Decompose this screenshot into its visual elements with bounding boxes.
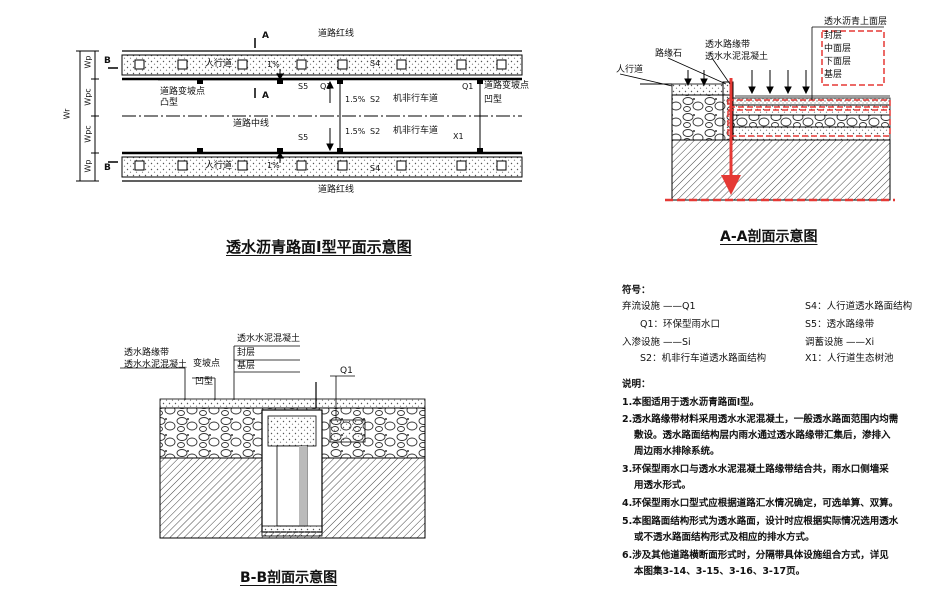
plan-slope-top: 1% (267, 60, 280, 69)
aa-layers-header: 透水沥青上面层 (824, 17, 888, 27)
plan-s2-top: S2 (370, 95, 381, 104)
plan-dim-wpc-top: Wpc (83, 88, 93, 106)
plan-slope-bottom: 1% (267, 161, 280, 170)
plan-bottom-sidewalk (121, 156, 523, 178)
aa-layer-seal: 封层 (824, 31, 843, 41)
aa-section (619, 26, 895, 202)
plan-dim-wp-bottom: Wp (83, 159, 93, 173)
plan-slope-15-top: 1.5% (345, 95, 366, 104)
legend-row-3-right: 调蓄设施 ——Xi (805, 337, 875, 348)
bb-q1: Q1 (340, 366, 353, 376)
legend-row-1-left: 弃流设施 ——Q1 (622, 301, 696, 312)
aa-perm-edge: 透水路缘带 (705, 40, 751, 50)
plan-q1-a: Q1 (320, 82, 332, 91)
plan-title: 透水沥青路面I型平面示意图 (226, 238, 412, 256)
plan-s2-bottom: S2 (370, 127, 381, 136)
bb-concave: 凹型 (195, 377, 214, 387)
aa-title: A-A剖面示意图 (720, 229, 818, 245)
plan-concave: 凹型 (484, 95, 503, 105)
aa-curb: 路缘石 (655, 49, 683, 59)
aa-sidewalk: 人行道 (616, 65, 644, 75)
bb-section (120, 345, 426, 539)
plan-s4-top: S4 (370, 59, 381, 68)
note-5: 5.本图路面结构形式为透水路面，设计时应根据实际情况选用透水 (622, 516, 899, 527)
legend-row-3-left: 入渗设施 ——Si (622, 337, 691, 348)
note-6: 6.涉及其他道路横断面形式时，分隔带具体设施组合方式，详见 (622, 550, 889, 561)
aa-layer-base: 基层 (824, 70, 843, 80)
plan-s5-top: S5 (298, 82, 309, 91)
plan-sidewalk-bottom: 人行道 (205, 161, 233, 171)
bb-seal: 封层 (237, 348, 256, 358)
plan-motor-lane-bottom: 机非行车道 (393, 126, 439, 136)
note-2-cont-a: 敷设。透水路面结构层内雨水通过透水路缘带汇集后，渗排入 (634, 430, 891, 441)
bb-pc-header: 透水水泥混凝土 (237, 334, 301, 344)
plan-motor-lane-top: 机非行车道 (393, 94, 439, 104)
plan-slope-change-convex: 道路变坡点 (160, 87, 206, 97)
note-5-cont: 或不透水路面结构形式及相应的排水方式。 (634, 532, 815, 543)
legend-symbols-title: 符号： (622, 285, 651, 296)
plan-dim-wr: Wr (62, 108, 72, 120)
plan-slope-15-bottom: 1.5% (345, 127, 366, 136)
bb-perm-concrete: 透水水泥混凝土 (124, 360, 188, 370)
plan-section-a-bottom: A (262, 91, 269, 101)
note-6-cont: 本图集3-14、3-15、3-16、3-17页。 (634, 566, 806, 577)
note-1: 1.本图适用于透水沥青路面I型。 (622, 397, 760, 408)
note-3: 3.环保型雨水口与透水水泥混凝土路缘带结合共，雨水口侧墙采 (622, 464, 889, 475)
plan-s5-bottom: S5 (298, 133, 309, 142)
aa-layer-middle: 中面层 (824, 44, 852, 54)
plan-sidewalk-top: 人行道 (205, 59, 233, 69)
plan-s4-bottom: S4 (370, 164, 381, 173)
bb-perm-edge: 透水路缘带 (124, 348, 170, 358)
plan-road-red-line-top: 道路红线 (318, 29, 355, 39)
bb-slope-point: 变坡点 (193, 359, 221, 369)
legend-row-2-left: Q1：环保型雨水口 (640, 319, 721, 330)
plan-dim-wpc-bottom: Wpc (83, 125, 93, 143)
notes-title: 说明： (622, 379, 651, 390)
plan-top-sidewalk (121, 54, 523, 76)
aa-layer-lower: 下面层 (824, 57, 852, 67)
plan-centerline: 道路中线 (233, 119, 270, 129)
note-4: 4.环保型雨水口型式应根据道路汇水情况确定，可选单算、双算。 (622, 498, 899, 509)
plan-dim-wp-top: Wp (83, 55, 93, 69)
note-2: 2.透水路缘带材料采用透水水泥混凝土，一般透水路面范围内均需 (622, 414, 899, 425)
bb-base: 基层 (237, 361, 256, 371)
aa-perm-concrete: 透水水泥混凝土 (705, 52, 769, 62)
legend-row-2-right: S5：透水路缘带 (805, 319, 875, 330)
plan-section-a-top: A (262, 31, 269, 41)
legend-row-4-right: X1：人行道生态树池 (805, 353, 894, 364)
note-2-cont-b: 周边雨水排除系统。 (634, 446, 720, 457)
bb-title: B-B剖面示意图 (240, 570, 338, 586)
plan-section-b-top: B (104, 56, 111, 66)
plan-x1: X1 (453, 132, 464, 141)
plan-slope-change-concave: 道路变坡点 (484, 81, 530, 91)
note-3-cont: 用透水形式。 (634, 480, 692, 491)
plan-view (76, 38, 523, 182)
plan-convex: 凸型 (160, 98, 179, 108)
plan-section-b-bottom: B (104, 163, 111, 173)
plan-road-red-line-bottom: 道路红线 (318, 185, 355, 195)
plan-q1-b: Q1 (462, 82, 474, 91)
legend-row-4-left: S2：机非行车道透水路面结构 (640, 353, 767, 364)
legend-row-1-right: S4：人行道透水路面结构 (805, 301, 913, 312)
